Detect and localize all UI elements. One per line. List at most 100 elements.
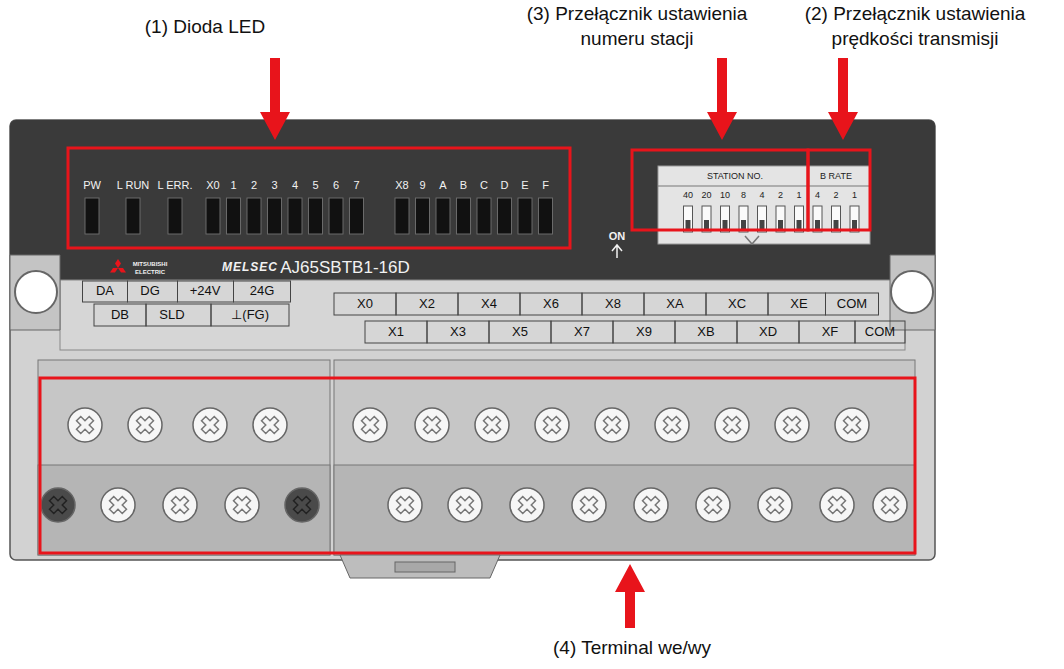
led-window <box>498 198 512 234</box>
led-window <box>227 198 241 234</box>
highlight-box <box>68 148 570 248</box>
highlight-box <box>40 378 915 553</box>
terminal-screw <box>353 408 387 442</box>
mount-hole <box>15 271 57 313</box>
terminal-name: X4 <box>481 297 497 311</box>
top-panel <box>10 120 935 280</box>
dip-switch <box>684 206 693 232</box>
callout-text: (1) Dioda LED <box>90 15 320 40</box>
screw-slot <box>700 492 725 517</box>
logo-diamond <box>110 268 118 273</box>
terminal-label-cell <box>178 281 234 302</box>
screw-slot <box>257 412 282 437</box>
terminal-screw <box>193 408 227 442</box>
led-window <box>288 198 302 234</box>
terminal-label-cell <box>520 293 582 315</box>
terminal-block <box>334 360 915 555</box>
terminal-label-cell <box>613 321 675 343</box>
brand-name: MITSUBISHI <box>133 261 168 268</box>
switch-weight: 1 <box>852 191 857 201</box>
terminal-label-cell <box>768 293 826 315</box>
terminal-screw <box>820 488 854 522</box>
terminal-name: X2 <box>419 297 435 311</box>
terminal-screw <box>535 408 569 442</box>
terminal-screw <box>696 488 730 522</box>
led-window <box>518 198 532 234</box>
dip-switch <box>758 206 767 232</box>
callout-arrow <box>707 58 737 140</box>
dip-switch <box>721 206 730 232</box>
terminal-screw <box>163 488 197 522</box>
terminal-block <box>38 360 330 555</box>
terminal-name: ⊥(FG) <box>231 308 269 322</box>
switch-weight: 20 <box>701 191 711 201</box>
screw-slot <box>659 412 684 437</box>
screw-slot <box>105 492 130 517</box>
switch-mark <box>745 236 759 244</box>
switch-weight: 1 <box>796 191 801 201</box>
terminal-label-cell <box>334 293 396 315</box>
screw-slot <box>452 492 477 517</box>
terminal-name: X7 <box>574 325 590 339</box>
dip-switch <box>776 206 785 232</box>
terminal-name: SLD <box>159 308 184 322</box>
screw-slot <box>357 412 382 437</box>
led-label: C <box>480 179 488 191</box>
terminal-label-cell <box>94 304 146 326</box>
terminal-name: X3 <box>450 325 466 339</box>
led-window <box>477 198 491 234</box>
screw-slot <box>599 412 624 437</box>
terminal-screw <box>41 488 75 522</box>
dip-switch <box>702 206 711 232</box>
terminal-label-cell <box>706 293 768 315</box>
mount-hole <box>891 271 933 313</box>
led-window <box>416 198 430 234</box>
led-label: X8 <box>395 179 408 191</box>
terminal-label-cell <box>83 281 128 302</box>
screw-head <box>655 408 689 442</box>
terminal-name: X9 <box>636 325 652 339</box>
led-window <box>395 198 409 234</box>
screw-head <box>595 408 629 442</box>
terminal-name: XF <box>822 325 839 339</box>
switch-heading: B RATE <box>820 172 852 182</box>
terminal-label-cell <box>551 321 613 343</box>
screw-head <box>388 488 422 522</box>
switch-weight: 2 <box>833 191 838 201</box>
terminal-label-cell <box>211 304 289 326</box>
screw-head <box>193 408 227 442</box>
terminal-name: X5 <box>512 325 528 339</box>
terminal-screw <box>68 408 102 442</box>
dip-switch <box>795 206 804 232</box>
screw-head <box>41 488 75 522</box>
switch-heading: STATION NO. <box>707 172 763 182</box>
terminal-screw <box>475 408 509 442</box>
switch-rule <box>658 186 870 187</box>
screw-head <box>634 488 668 522</box>
terminal-screw <box>775 408 809 442</box>
screw-head <box>448 488 482 522</box>
led-label: 6 <box>333 179 339 191</box>
screw-slot <box>392 492 417 517</box>
screw-slot <box>539 412 564 437</box>
terminal-name: DA <box>96 284 114 298</box>
screw-slot <box>762 492 787 517</box>
led-label: B <box>460 179 467 191</box>
switch-window <box>658 166 870 244</box>
led-window <box>247 198 261 234</box>
screw-slot <box>877 492 902 517</box>
screw-slot <box>638 492 663 517</box>
dip-switch <box>850 206 859 232</box>
housing <box>10 120 935 560</box>
mount-ear <box>890 255 935 330</box>
screw-slot <box>197 412 222 437</box>
callout-text: (3) Przełącznik ustawienia numeru stacji <box>512 2 762 51</box>
screw-head <box>715 408 749 442</box>
terminal-screw <box>873 488 907 522</box>
callout-arrow <box>828 58 858 140</box>
led-window <box>85 198 99 234</box>
callout-arrow <box>615 564 645 628</box>
terminal-name: X1 <box>388 325 404 339</box>
led-label: F <box>542 179 549 191</box>
terminal-screw <box>634 488 668 522</box>
